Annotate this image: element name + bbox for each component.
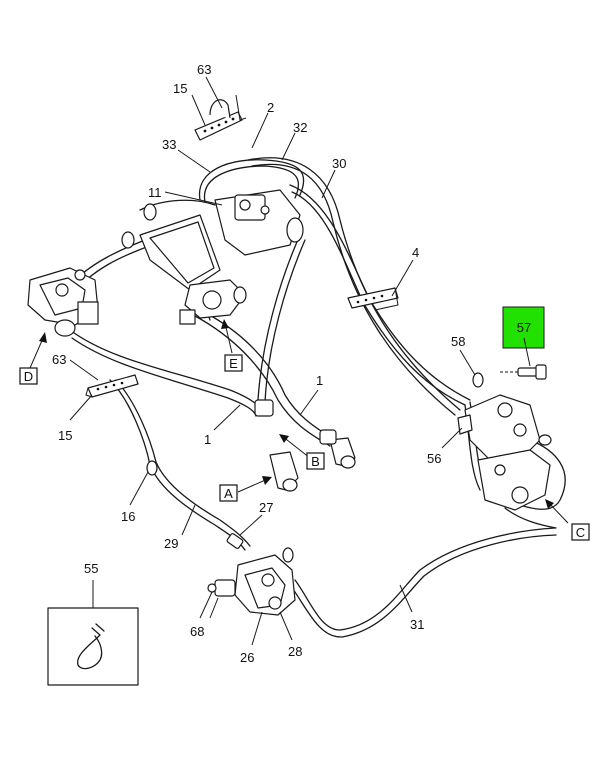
- bottom-valve-assembly: [207, 547, 296, 616]
- callout-e[interactable]: E: [224, 354, 243, 372]
- part-label-27[interactable]: 27: [259, 500, 273, 515]
- part-label-58[interactable]: 58: [451, 334, 465, 349]
- part-label-56[interactable]: 56: [427, 451, 441, 466]
- callout-a-label: A: [224, 486, 233, 501]
- part-label-30[interactable]: 30: [332, 156, 346, 171]
- bolt-57: [500, 364, 547, 380]
- part-label-15-top[interactable]: 15: [173, 81, 187, 96]
- callout-c-label: C: [576, 525, 585, 540]
- part-label-28[interactable]: 28: [288, 644, 302, 659]
- part-label-55[interactable]: 55: [84, 561, 98, 576]
- highlighted-label-57: 57: [517, 320, 531, 335]
- upper-manifold-assembly: [121, 189, 304, 325]
- callout-arrows: [29, 319, 569, 524]
- part-label-16[interactable]: 16: [121, 509, 135, 524]
- part-label-15-left[interactable]: 15: [58, 428, 72, 443]
- part-label-1-left[interactable]: 1: [204, 432, 211, 447]
- part-label-31[interactable]: 31: [410, 617, 424, 632]
- part-label-1-right[interactable]: 1: [316, 373, 323, 388]
- callout-a[interactable]: A: [219, 484, 238, 502]
- part-label-33[interactable]: 33: [162, 137, 176, 152]
- part-number-labels: 63 15 2 32 33 30 11 4 58 1 1 63 15 56 16…: [52, 62, 465, 665]
- left-valve-assembly: [27, 267, 99, 337]
- part-label-2[interactable]: 2: [267, 100, 274, 115]
- part-label-68[interactable]: 68: [190, 624, 204, 639]
- highlight-box-57[interactable]: [502, 306, 545, 349]
- fittings: [146, 460, 244, 549]
- part-label-63-left[interactable]: 63: [52, 352, 66, 367]
- part-label-63-top[interactable]: 63: [197, 62, 211, 77]
- right-valve-assembly: [457, 394, 552, 511]
- callout-e-label: E: [229, 356, 238, 371]
- part-label-29[interactable]: 29: [164, 536, 178, 551]
- callout-b-label: B: [311, 454, 320, 469]
- bracket-4: [347, 287, 399, 311]
- callout-d[interactable]: D: [19, 367, 38, 385]
- clamp-top: [194, 94, 247, 141]
- callout-d-label: D: [24, 369, 33, 384]
- glad-hand-couplers: [254, 399, 356, 492]
- part-label-26[interactable]: 26: [240, 650, 254, 665]
- nut-58: [472, 372, 484, 388]
- part-label-11[interactable]: 11: [148, 185, 162, 200]
- clamp-left: [85, 374, 139, 398]
- part-label-32[interactable]: 32: [293, 120, 307, 135]
- leader-lines: [69, 76, 476, 646]
- callout-b[interactable]: B: [306, 452, 325, 470]
- inset-panel-55: [47, 607, 139, 686]
- part-label-4[interactable]: 4: [412, 245, 419, 260]
- callout-c[interactable]: C: [571, 523, 590, 541]
- hose-lines: [64, 157, 566, 638]
